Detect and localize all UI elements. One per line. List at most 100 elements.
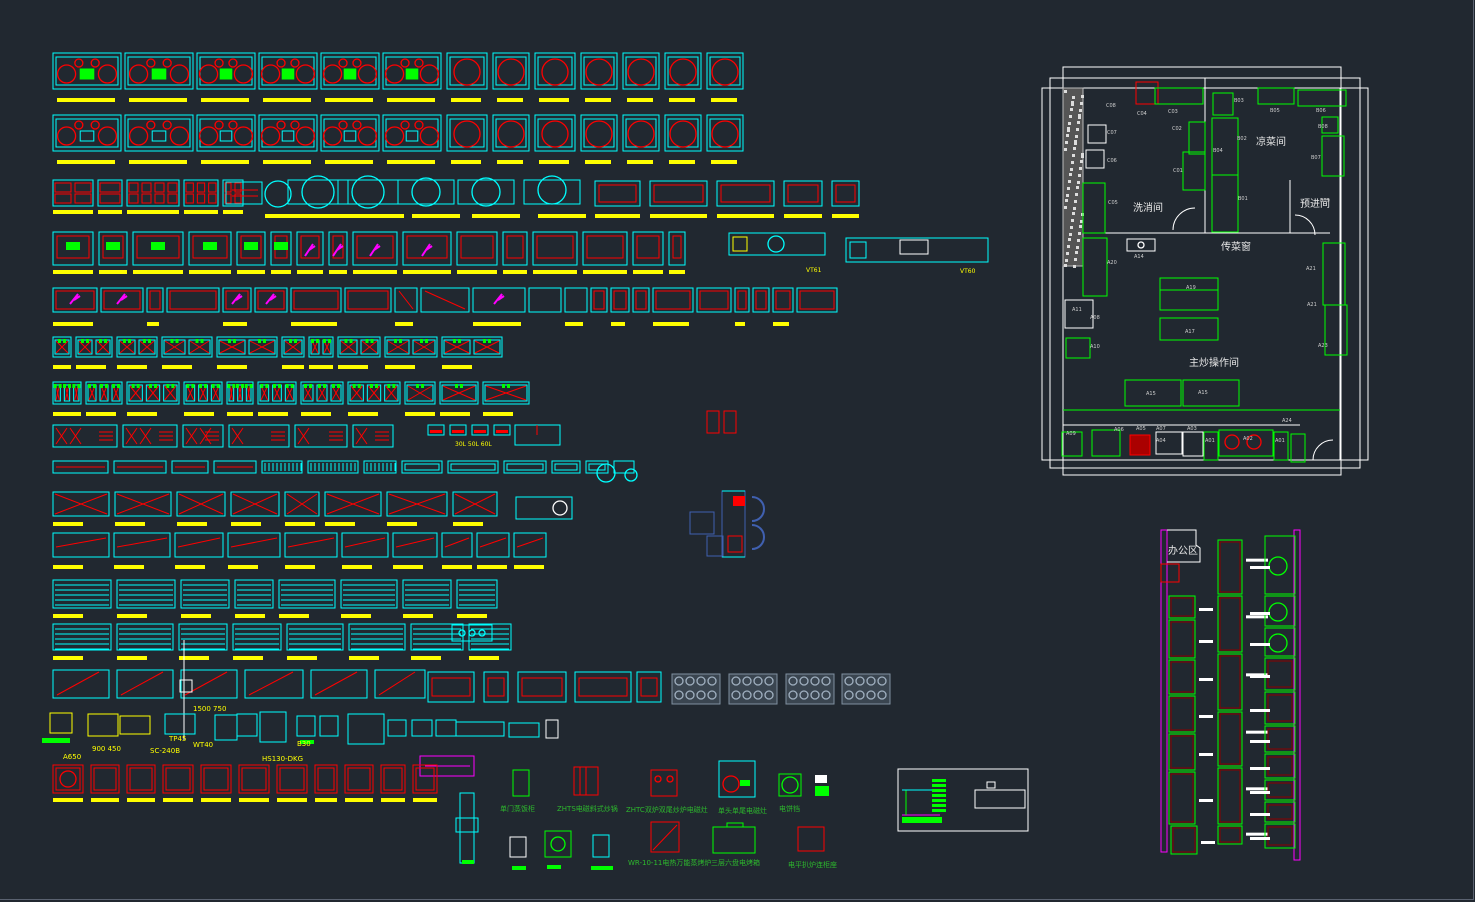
dimension-label-bar — [627, 160, 653, 164]
shelf-inner — [404, 463, 440, 471]
burner-grid — [234, 193, 242, 204]
stove-block — [124, 52, 194, 90]
burner-grid — [74, 193, 92, 204]
pot-icon — [1268, 633, 1288, 653]
boiling-pan-icon — [411, 177, 441, 207]
faucet-icon — [316, 339, 319, 343]
stove-block — [534, 52, 576, 90]
circle — [781, 776, 799, 794]
sink-bay — [185, 384, 196, 402]
equipment-inner — [1267, 728, 1293, 750]
boiling-pan-icon — [471, 177, 501, 207]
stove-inner — [537, 56, 573, 86]
plan-fridge — [1321, 116, 1339, 134]
plan-box — [1065, 337, 1091, 359]
cabinet-block — [652, 287, 694, 313]
stove-inner — [625, 56, 657, 86]
circle — [550, 836, 566, 852]
sink-x — [189, 340, 210, 354]
dimension-label-bar — [181, 614, 211, 618]
equipment-code: A07 — [1156, 426, 1166, 432]
dimension-label-bar — [217, 365, 247, 369]
equipment-tag — [1246, 673, 1268, 677]
faucet-icon — [263, 339, 266, 343]
sink-bay — [228, 384, 235, 402]
faucet-icon — [175, 339, 179, 343]
equipment-code: C04 — [1137, 111, 1147, 117]
stove-inner — [709, 56, 741, 86]
burner-icon — [322, 64, 343, 84]
control-panel — [151, 68, 167, 80]
dimension-label: VT61 — [806, 267, 822, 274]
oven-knob-icon — [624, 468, 638, 482]
cabinet-door — [240, 235, 262, 259]
red-equipment — [126, 764, 156, 794]
hatch-dot — [1064, 206, 1067, 209]
hatch-dot — [1075, 135, 1078, 138]
equipment-code: A09 — [1066, 431, 1076, 437]
stove-inner — [583, 56, 615, 86]
control-panel — [219, 68, 233, 80]
room-label-cold-dish: 凉菜间 — [1256, 137, 1286, 148]
faucet-icon — [370, 384, 373, 388]
burner-icon — [384, 126, 405, 146]
sink-x — [485, 385, 527, 401]
dimension-label-bar — [538, 214, 586, 218]
trash-icon — [727, 535, 743, 553]
sink-bay — [406, 384, 434, 402]
faucet-icon — [344, 339, 348, 343]
plan-dishwasher — [1087, 124, 1107, 144]
faucet-icon — [352, 384, 356, 388]
cabinet-block — [752, 287, 770, 313]
shelf-unit — [613, 460, 635, 474]
cabinet-door — [102, 235, 124, 259]
burner-grid — [234, 182, 242, 193]
sink-cabinet — [831, 180, 860, 207]
room-label-main-cooking: 主炒操作间 — [1189, 358, 1239, 369]
legend-label-double-stove: ZHTC双炉双尾炒炉电磁灶 — [626, 806, 708, 814]
sink-counter — [404, 381, 436, 405]
unit-panel — [578, 677, 628, 697]
red-equipment — [412, 764, 438, 794]
burner-icon — [357, 126, 378, 146]
phone-icon — [733, 496, 745, 506]
plan-shelf — [1082, 182, 1106, 234]
faucet-icon — [149, 384, 152, 388]
detail-bar — [932, 784, 946, 787]
control-panel — [343, 130, 357, 142]
work-table — [310, 669, 368, 699]
equipment-inner — [1267, 804, 1293, 820]
work-table — [116, 669, 174, 699]
sink-counter — [337, 336, 381, 358]
dimension-label-bar — [342, 565, 372, 569]
dimension-label: 1500 750 — [193, 705, 227, 713]
circle — [458, 629, 466, 637]
equipment-code: A06 — [1114, 427, 1124, 433]
sink-counter — [52, 336, 72, 358]
cabinet-door — [586, 235, 624, 259]
dimension-label-bar — [585, 98, 611, 102]
stove-inner — [495, 118, 527, 148]
room-label-serving-window: 传菜窗 — [1221, 242, 1251, 253]
sink-bay — [310, 339, 320, 355]
legend-label-deck-oven: 三层六盘电烤箱 — [711, 859, 760, 867]
sink-x — [285, 385, 294, 401]
stove-block — [124, 114, 194, 152]
hatch-dot — [1078, 116, 1081, 119]
burner-grid — [167, 193, 178, 204]
storage-shelf — [234, 579, 274, 609]
hatch-dot — [1074, 142, 1077, 145]
plan-stove — [1129, 434, 1151, 456]
shelf-unit — [447, 460, 499, 474]
equipment-block — [1264, 753, 1296, 779]
equipment-inner — [1170, 773, 1194, 823]
hatch-dot — [1073, 207, 1076, 210]
pot-icon — [1268, 602, 1288, 622]
lightning-icon — [304, 243, 316, 257]
sink-bay — [412, 339, 436, 355]
burner-grid — [185, 182, 194, 193]
sink-bay — [163, 384, 178, 402]
red-equipment-inner — [55, 767, 81, 791]
faucet-icon — [81, 339, 84, 343]
